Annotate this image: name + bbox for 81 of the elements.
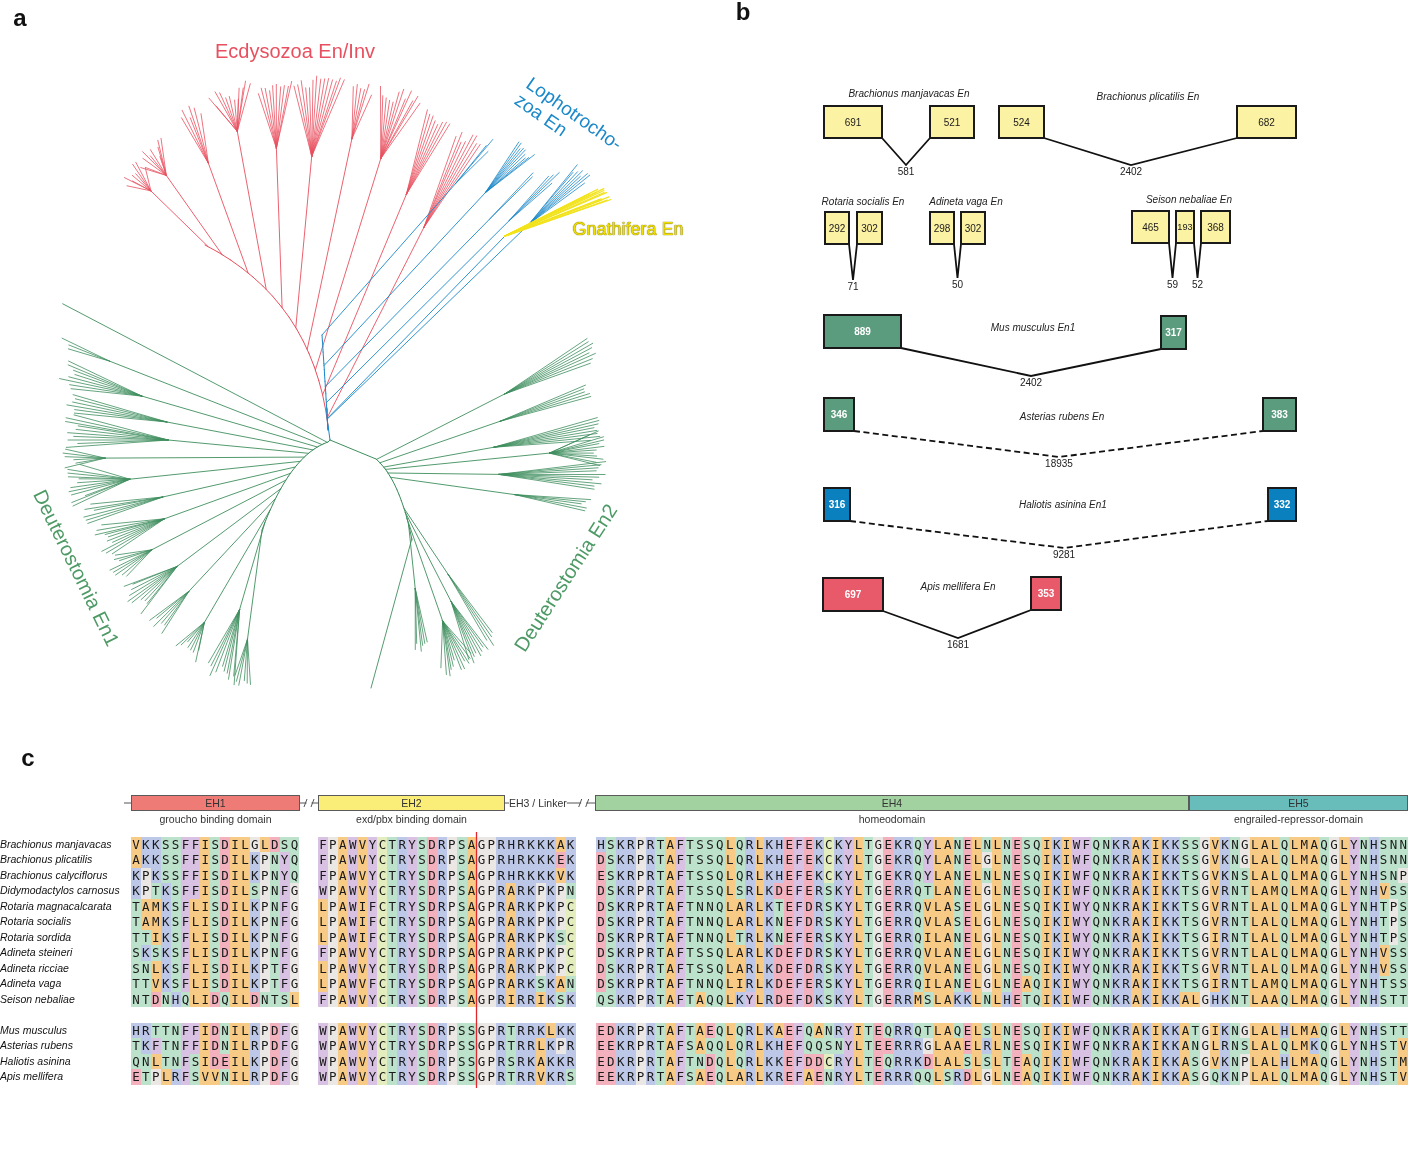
edge-label: 52: [1191, 279, 1204, 290]
edge-label: 18935: [1045, 458, 1073, 469]
exon-box: 302: [856, 211, 883, 245]
intron-line: [1168, 242, 1177, 279]
exon-box: 353: [1030, 576, 1062, 611]
gene-name: Rotaria socialis En: [821, 196, 905, 208]
intron-line: [849, 520, 1269, 549]
edge-label: 2402: [1019, 377, 1043, 388]
intron-line: [1043, 137, 1238, 166]
backbone-line: [504, 802, 510, 804]
edge-label: 581: [897, 166, 915, 177]
clade-label: Gnathifera En: [572, 219, 684, 239]
species-name: Haliotis asinina: [0, 1053, 71, 1069]
edge-label: 2402: [1119, 166, 1143, 177]
intron-line: [848, 243, 858, 281]
gene-name: Adineta vaga En: [929, 196, 1003, 208]
gene-name: Asterias rubens En: [1019, 411, 1105, 423]
exon-box: 524: [998, 105, 1045, 139]
species-name: Adineta steineri: [0, 945, 73, 960]
species-name: Seison nebaliae: [0, 991, 75, 1007]
species-name: Asterias rubens: [0, 1038, 73, 1053]
edge-label: 50: [951, 279, 964, 290]
edge-label: 9281: [1052, 549, 1076, 560]
intron-line: [882, 609, 1032, 639]
species-name: Brachionus plicatilis: [0, 852, 93, 867]
exon-box: 697: [822, 577, 884, 612]
clade-label: Ecdysozoa En/Inv: [214, 40, 376, 62]
domain-label: EH4: [881, 797, 903, 809]
panel-letter: b: [735, 0, 751, 25]
exon-box: 465: [1131, 210, 1170, 244]
gene-name: Haliotis asinina En1: [1019, 499, 1107, 511]
domain-label: EH5: [1288, 797, 1309, 809]
gene-name: Brachionus manjavacas En: [848, 88, 970, 100]
domain-label: EH2: [401, 797, 422, 809]
species-name: Didymodactylos carnosus: [0, 883, 120, 898]
edge-label: 59: [1166, 279, 1179, 290]
domain-label: EH1: [205, 797, 226, 809]
exon-box: 521: [929, 105, 975, 139]
exon-box: 298: [929, 211, 955, 245]
intron-line: [953, 243, 962, 279]
gene-name: Seison nebaliae En: [1145, 194, 1233, 206]
exon-box: 889: [823, 314, 902, 349]
species-name: Adineta vaga: [0, 976, 62, 991]
exon-box: 368: [1200, 210, 1231, 244]
domain-caption: engrailed-repressor-domain: [1234, 813, 1363, 825]
backbone-line: [566, 802, 596, 804]
species-name: Mus musculus: [0, 1022, 68, 1038]
exon-box: 346: [823, 397, 855, 432]
panel-letter: a: [13, 5, 27, 31]
exon-box: 383: [1262, 397, 1297, 432]
exon-box: 332: [1267, 487, 1297, 522]
species-name: Brachionus manjavacas: [0, 836, 112, 852]
exon-box: 682: [1236, 105, 1297, 139]
linker-label: EH3 / Linker: [509, 796, 567, 810]
exon-box: 193: [1175, 210, 1195, 244]
species-name: Brachionus calyciflorus: [0, 867, 108, 883]
species-name: Adineta ricciae: [0, 960, 69, 976]
panel-letter: c: [21, 745, 35, 771]
intron-line: [853, 430, 1264, 458]
exon-box: 691: [823, 105, 883, 139]
exon-box: 302: [960, 211, 986, 245]
gene-name: Brachionus plicatilis En: [1096, 91, 1200, 103]
species-name: Rotaria magnacalcarata: [0, 898, 112, 914]
domain-caption: groucho binding domain: [159, 813, 272, 825]
exon-box: 292: [824, 211, 850, 245]
exon-box: 316: [823, 487, 851, 522]
edge-label: 1681: [946, 639, 970, 650]
intron-line: [881, 137, 931, 167]
intron-line: [900, 347, 1162, 377]
gene-name: Apis mellifera En: [920, 581, 996, 593]
edge-label: 71: [847, 281, 859, 292]
backbone-line: [299, 802, 319, 804]
gene-name: Mus musculus En1: [990, 322, 1076, 334]
species-name: Rotaria socialis: [0, 914, 72, 929]
intron-line: [1193, 242, 1202, 279]
backbone-line: [123, 802, 132, 804]
domain-caption: exd/pbx binding domain: [356, 813, 467, 825]
species-name: Apis mellifera: [0, 1069, 64, 1084]
exon-box: 317: [1160, 315, 1187, 350]
domain-caption: homeodomain: [858, 813, 926, 825]
species-name: Rotaria sordida: [0, 929, 72, 945]
